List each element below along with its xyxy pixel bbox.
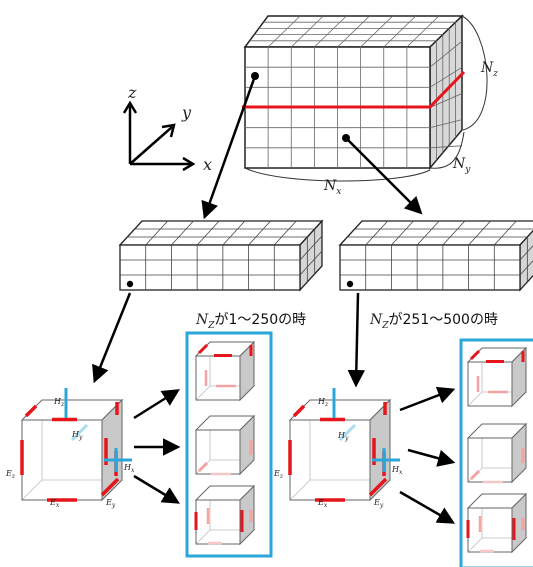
- hz-label-right: Hz: [317, 397, 329, 408]
- arrow-to-left-cell: [92, 292, 132, 384]
- nx-brace: [244, 167, 431, 182]
- ex-label-right: Ex: [317, 498, 328, 509]
- nz-label: Nz: [480, 60, 498, 79]
- nz-brace: [461, 15, 488, 131]
- hy-label-left: Hy: [71, 430, 83, 441]
- slab-dot: [126, 280, 134, 288]
- e-field-mark: [100, 477, 120, 497]
- panel-cubes: [194, 340, 528, 554]
- panel-left-frame: [185, 331, 273, 558]
- e-field-mark: [469, 349, 481, 361]
- ny-label: Ny: [452, 156, 471, 175]
- fanout-arrows-right: [399, 386, 456, 524]
- ey-label-left: Ey: [105, 498, 116, 509]
- e-field-mark: [292, 404, 306, 418]
- hy-label-right: Hy: [337, 431, 349, 442]
- slab-dot: [346, 280, 354, 288]
- axis-y-label: y: [181, 103, 192, 122]
- main-grid-block: [242, 14, 488, 182]
- panel-right-frame: [459, 338, 533, 567]
- arrow-to-right-cell: [347, 292, 366, 388]
- hx-label-left: Hx: [123, 463, 135, 474]
- ey-label-right: Ey: [373, 498, 384, 509]
- left-slab: [118, 219, 324, 292]
- h-field-mark: [70, 423, 89, 442]
- e-field-mark: [197, 461, 209, 473]
- slice-line: [242, 70, 466, 109]
- ez-label-left: Ez: [5, 469, 16, 480]
- e-field-mark: [368, 477, 388, 497]
- fanout-arrows-left: [133, 389, 181, 504]
- ez-label-right: Ez: [273, 469, 284, 480]
- ny-brace: [429, 131, 465, 169]
- right-slab: [338, 220, 533, 292]
- caption-right: NZが251～500の時: [369, 312, 498, 331]
- axis-x-label: x: [203, 155, 212, 174]
- hz-label-left: Hz: [53, 397, 65, 408]
- h-field-mark: [338, 423, 357, 442]
- coordinate-axes: [122, 100, 196, 172]
- caption-left: NZが1～250の時: [195, 312, 306, 331]
- e-field-mark: [469, 469, 481, 481]
- e-field-mark: [24, 404, 38, 418]
- yee-cell-left: [20, 388, 132, 502]
- ex-label-left: Ex: [49, 498, 60, 509]
- nx-label: Nx: [323, 178, 341, 197]
- hx-label-right: Hx: [391, 465, 403, 476]
- yee-cell-right: [288, 388, 400, 502]
- arrow-to-left-slab: [201, 75, 257, 220]
- axis-z-label: z: [127, 83, 137, 102]
- e-field-mark: [197, 343, 209, 355]
- arrow-to-right-slab: [345, 137, 423, 215]
